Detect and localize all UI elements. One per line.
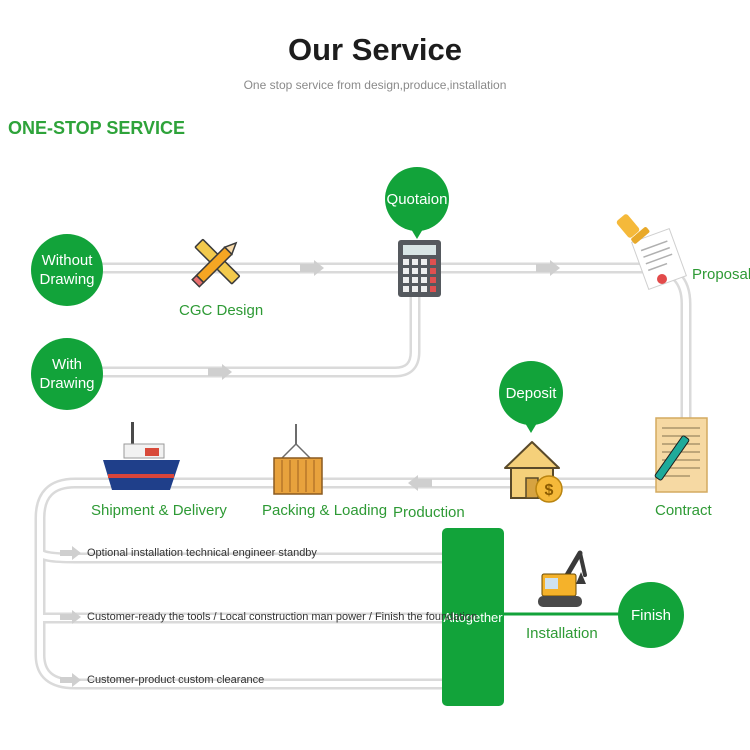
with-drawing-label: With Drawing	[31, 355, 103, 393]
contract-label: Contract	[655, 502, 712, 519]
deposit-node	[499, 361, 563, 425]
quotation-pointer	[411, 229, 423, 239]
cgc-design-label: CGC Design	[179, 302, 264, 319]
packing-loading-label: Packing & Loading	[262, 502, 388, 519]
stamp-document-icon	[616, 214, 687, 290]
production-label: Production	[393, 504, 465, 521]
installation-label: Installation	[526, 625, 598, 642]
container-crane-icon	[273, 424, 323, 495]
page-title: Our Service	[287, 32, 463, 67]
pencil-ruler-icon	[191, 239, 240, 288]
flow-arrows	[60, 260, 560, 687]
lane-label: Customer-product custom clearance	[87, 674, 265, 686]
quotation-label: Quotaion	[386, 191, 448, 208]
arrow-right	[60, 673, 81, 687]
house-dollar-icon: $	[504, 441, 563, 503]
altogether-label: Altogether	[443, 610, 503, 625]
altogether-block	[442, 528, 504, 706]
arrow-right	[60, 546, 81, 560]
arrow-right	[300, 260, 324, 276]
arrow-right	[536, 260, 560, 276]
without-drawing-label: Without Drawing	[31, 251, 103, 289]
finish-label: Finish	[630, 607, 671, 624]
quotation-node	[385, 167, 449, 231]
without-drawing-node	[31, 234, 103, 306]
without-drawing-line-2: Drawing	[39, 271, 95, 288]
page-subtitle: One stop service from design,produce,ins…	[243, 78, 507, 92]
excavator-icon	[538, 550, 587, 607]
arrow-left	[408, 475, 432, 491]
cargo-ship-icon	[103, 422, 180, 490]
lane-label: Customer-ready the tools / Local constru…	[87, 611, 478, 623]
deposit-pointer	[525, 423, 537, 433]
deposit-label: Deposit	[505, 385, 557, 402]
without-drawing-line-1: Without	[41, 252, 93, 269]
with-drawing-node	[31, 338, 103, 410]
lane-label: Optional installation technical engineer…	[87, 547, 317, 559]
finish-node	[618, 582, 684, 648]
section-title: ONE-STOP SERVICE	[8, 118, 186, 138]
with-drawing-line-1: With	[52, 356, 82, 373]
proposal-label: Proposal	[692, 266, 750, 283]
calculator-icon	[398, 240, 441, 297]
with-drawing-line-2: Drawing	[39, 375, 95, 392]
shipment-delivery-label: Shipment & Delivery	[91, 502, 227, 519]
arrow-right	[208, 364, 232, 380]
arrow-right	[60, 610, 81, 624]
svg-text:$: $	[545, 482, 554, 499]
contract-pen-icon	[654, 417, 708, 493]
